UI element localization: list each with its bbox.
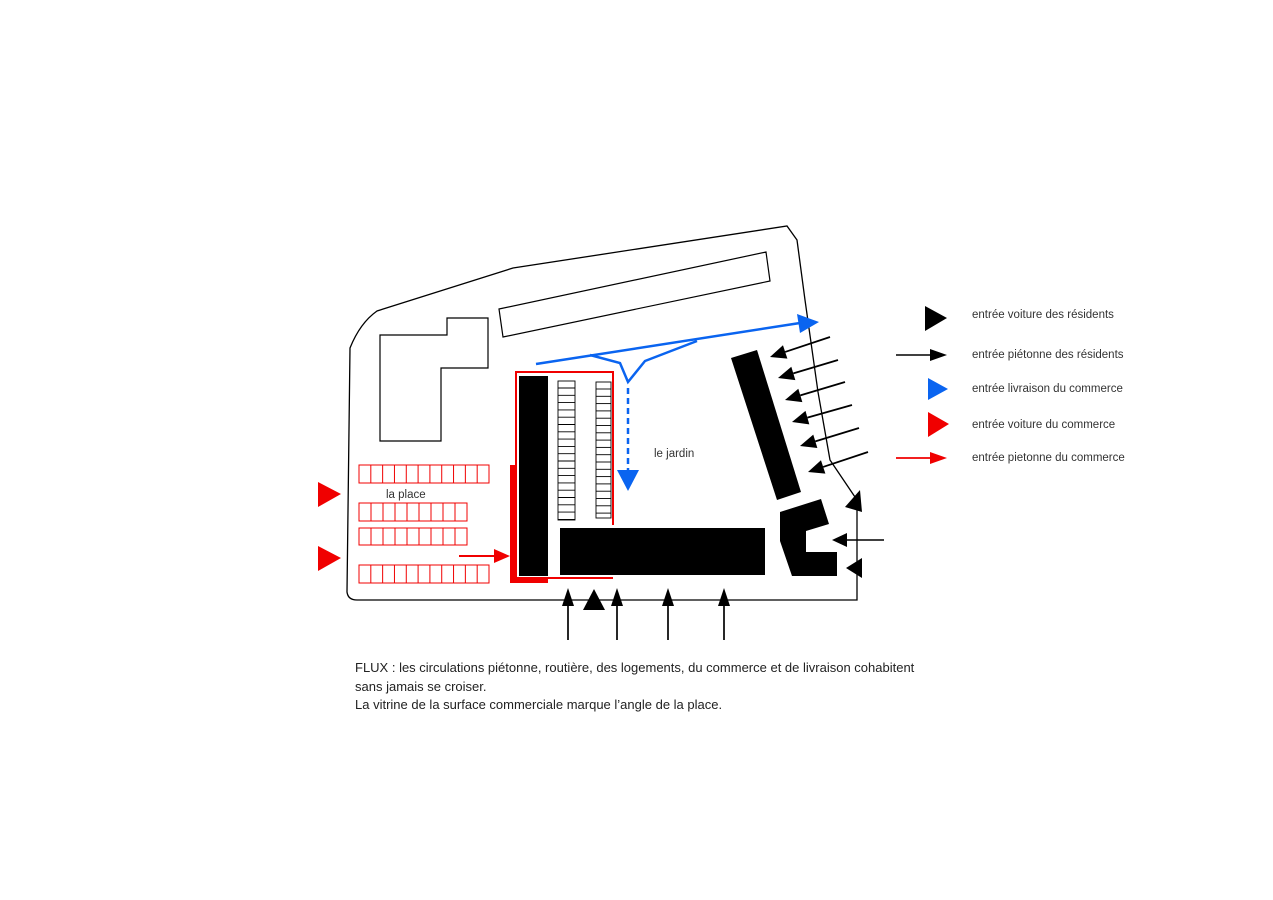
delivery-route: [535, 321, 801, 470]
resident-pedestrian-arrow: [778, 359, 839, 381]
legend-label: entrée voiture des résidents: [972, 309, 1114, 321]
bike-rack: [595, 381, 612, 519]
arrow-shaft: [784, 336, 831, 353]
blue-triangle-icon: [928, 378, 948, 400]
arrow-shaft: [800, 381, 846, 397]
north-building: [498, 251, 771, 338]
resident-pedestrian-arrow: [785, 381, 846, 403]
arrowhead-icon: [792, 410, 810, 425]
resident-pedestrian-arrow: [662, 588, 674, 640]
arrowhead-icon: [611, 588, 623, 606]
parking-row: [358, 564, 490, 584]
building-west: [519, 376, 548, 576]
arrow-shaft: [793, 359, 839, 375]
arrowhead-icon: [494, 549, 510, 563]
resident-pedestrian-arrow: [718, 588, 730, 640]
bike-rack-frame: [557, 380, 576, 521]
parking-row: [358, 527, 468, 546]
resident-pedestrian-arrow: [611, 588, 623, 640]
parking-row-frame: [358, 464, 490, 484]
resident-pedestrian-arrow: [770, 336, 831, 359]
arrow-shaft: [822, 451, 869, 468]
commerce-vitrine-bottom: [510, 578, 548, 583]
caption-line: sans jamais se croiser.: [355, 678, 487, 694]
legend-label: entrée piétonne des résidents: [972, 349, 1124, 361]
resident-car-triangle-icon: [583, 589, 605, 610]
existing-building: [379, 317, 489, 442]
legend-label: entrée pietonne du commerce: [972, 452, 1125, 464]
commerce-car-triangle-icon: [318, 482, 341, 507]
parking-rows: [358, 464, 490, 584]
legend-icons: [896, 306, 949, 464]
black-triangle-icon: [925, 306, 947, 331]
caption-line: FLUX : les circulations piétonne, routiè…: [355, 660, 915, 675]
bike-racks: [557, 380, 612, 521]
bottom-arrows: [562, 588, 730, 640]
resident-car-triangle-icon: [846, 558, 862, 578]
parking-row-frame: [358, 527, 468, 546]
arrowhead-icon: [785, 388, 803, 403]
arrowhead-icon: [800, 434, 818, 449]
bike-rack: [557, 380, 576, 521]
arrow-shaft: [807, 404, 853, 419]
caption-line: La vitrine de la surface commerciale mar…: [355, 697, 723, 712]
resident-pedestrian-arrow: [562, 588, 574, 640]
site-boundary: [346, 225, 858, 601]
legend-label: entrée livraison du commerce: [972, 383, 1123, 395]
parking-row-frame: [358, 502, 468, 522]
commerce-car-triangle-icon: [318, 546, 341, 571]
resident-pedestrian-arrow: [792, 404, 853, 425]
parking-row-frame: [358, 564, 490, 584]
delivery-arrowhead: [797, 314, 819, 333]
resident-pedestrian-arrows: [770, 336, 869, 474]
arrowhead-icon: [718, 588, 730, 606]
commerce-vitrine: [510, 465, 516, 583]
building-east: [731, 350, 801, 500]
black-arrowhead-icon: [930, 349, 947, 361]
building-south: [560, 528, 765, 575]
parking-row: [358, 502, 468, 522]
arrowhead-icon: [662, 588, 674, 606]
resident-pedestrian-arrow: [800, 427, 860, 449]
delivery-triangle-icon: [617, 470, 639, 491]
resident-pedestrian-arrow: [808, 451, 869, 474]
arrowhead-icon: [778, 366, 796, 381]
resident-car-triangle-icon: [845, 490, 862, 512]
red-arrowhead-icon: [930, 452, 947, 464]
label-le-jardin: le jardin: [654, 448, 694, 460]
legend-label: entrée voiture du commerce: [972, 419, 1116, 431]
commerce-outline: [515, 371, 614, 579]
label-la-place: la place: [386, 489, 426, 501]
arrow-shaft: [815, 427, 860, 443]
caption: FLUX : les circulations piétonne, routiè…: [355, 659, 914, 715]
parking-row: [358, 464, 490, 484]
building-corner: [780, 499, 837, 576]
arrowhead-icon: [562, 588, 574, 606]
red-triangle-icon: [928, 412, 949, 437]
bike-rack-frame: [595, 381, 612, 519]
arrowhead-icon: [808, 460, 826, 474]
arrowhead-icon: [832, 533, 847, 547]
arrowhead-icon: [770, 345, 788, 359]
